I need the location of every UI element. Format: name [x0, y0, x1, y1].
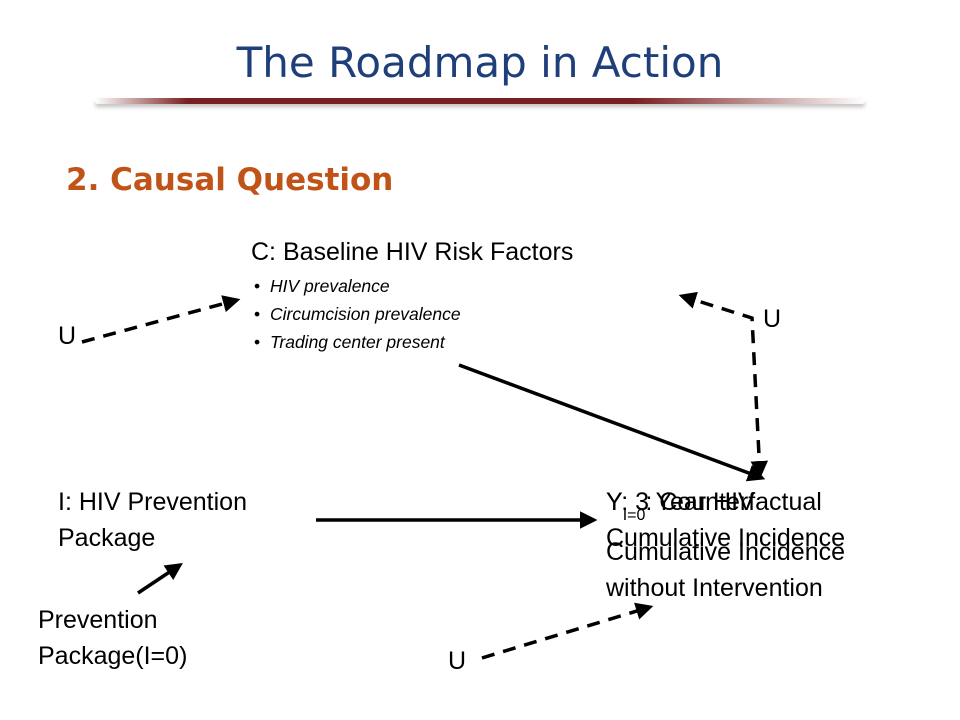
arrow-baseline-to-outcome: [458, 363, 766, 482]
outcome-counterfactual-line2: Cumulative Incidence: [606, 538, 846, 566]
intervention-line2: Package: [58, 524, 156, 552]
unmeasured-u-left: U: [58, 322, 77, 350]
intervention-line1: I: HIV Prevention: [58, 488, 247, 516]
section-subtitle: 2. Causal Question: [66, 162, 394, 198]
slide-title: The Roadmap in Action: [236, 38, 724, 87]
outcome-overlay-line2: Cumulative Incidence: [606, 524, 846, 552]
outcome-counterfactual-line1: YI=0: Counterfactual: [606, 484, 845, 534]
outcome-node-original: Y: 3 Year HIV Cumulative Incidence: [606, 484, 845, 556]
bullet-item: HIV prevalence: [254, 272, 461, 300]
prevention-zero-line2: Package(I=0): [38, 642, 188, 670]
outcome-node-counterfactual: YI=0: Counterfactual Cumulative Incidenc…: [606, 484, 845, 606]
title-divider: [95, 98, 865, 104]
baseline-node-title: C: Baseline HIV Risk Factors: [251, 238, 574, 266]
prevention-zero-line1: Prevention: [38, 606, 158, 634]
outcome-counterfactual-text: : Counterfactual: [645, 488, 822, 516]
unmeasured-u-bottom: U: [448, 647, 467, 675]
arrow-u-to-outcome: [481, 602, 654, 660]
outcome-overlay-line1: Y: 3 Year HIV: [606, 488, 755, 516]
prevention-zero-node: Prevention Package(I=0): [38, 602, 187, 674]
arrow-u-to-baseline-and-outcome: [678, 291, 769, 479]
outcome-symbol: Y: [606, 488, 623, 516]
bullet-item: Trading center present: [254, 328, 461, 356]
arrow-prevention-zero-to-intervention: [137, 563, 183, 595]
outcome-counterfactual-line3: without Intervention: [606, 574, 823, 602]
bullet-item: Circumcision prevalence: [254, 300, 461, 328]
intervention-node: I: HIV Prevention Package: [58, 484, 247, 556]
baseline-bullet-list: HIV prevalence Circumcision prevalence T…: [254, 272, 461, 356]
outcome-subscript: I=0: [622, 507, 646, 524]
arrow-u-to-baseline: [81, 295, 241, 344]
